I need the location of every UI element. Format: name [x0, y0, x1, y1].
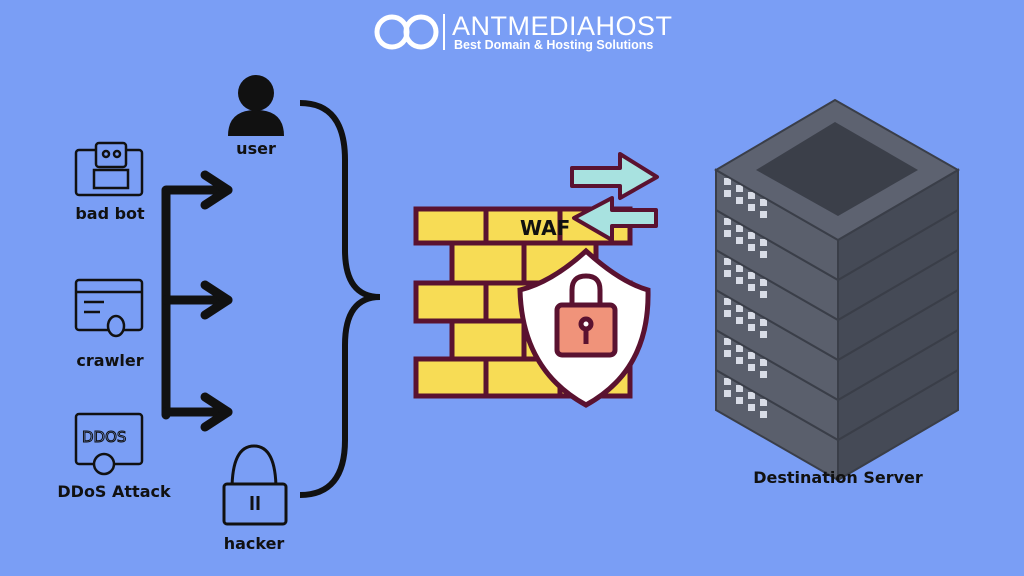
server-vent	[760, 239, 767, 246]
server-vent	[748, 312, 755, 319]
hacker-laptop-icon	[222, 444, 288, 526]
server-vent	[736, 385, 743, 392]
server-vent	[760, 319, 767, 326]
server-vent	[736, 277, 743, 284]
server-vent	[748, 364, 755, 371]
server-vent	[736, 397, 743, 404]
server-vent	[724, 190, 731, 197]
server-vent	[748, 352, 755, 359]
server-vent	[760, 411, 767, 418]
server-vent	[760, 371, 767, 378]
server-vent	[748, 244, 755, 251]
server-vent	[736, 305, 743, 312]
server-vent	[724, 218, 731, 225]
server-vent	[760, 211, 767, 218]
svg-text:DDOS: DDOS	[82, 428, 126, 446]
ddos-bomb-icon: DDOS	[74, 412, 144, 476]
server-vent	[724, 390, 731, 397]
server-vent	[724, 230, 731, 237]
server-vent	[760, 331, 767, 338]
label-hacker: hacker	[223, 534, 285, 553]
server-vent	[748, 232, 755, 239]
server-vent	[736, 265, 743, 272]
server-vent	[736, 345, 743, 352]
traffic-arrows	[161, 170, 233, 432]
shield-lock-icon	[517, 247, 651, 408]
server-vent	[760, 291, 767, 298]
server-vent	[760, 279, 767, 286]
label-user: user	[236, 139, 276, 158]
logo-title: ANTMEDIAHOST	[452, 11, 673, 41]
server-vent	[748, 272, 755, 279]
label-destination-server: Destination Server	[753, 468, 923, 487]
server-vent	[736, 225, 743, 232]
server-vent	[748, 204, 755, 211]
user-icon	[228, 75, 284, 136]
server-vent	[724, 298, 731, 305]
label-crawler: crawler	[76, 351, 144, 370]
server-vent	[760, 199, 767, 206]
server-vent	[760, 251, 767, 258]
server-vent	[724, 378, 731, 385]
server-vent	[736, 357, 743, 364]
server-vent	[736, 185, 743, 192]
server-vent	[724, 270, 731, 277]
waf-label: WAF	[520, 216, 571, 240]
server-vent	[748, 324, 755, 331]
server-vent	[748, 284, 755, 291]
curly-brace	[299, 100, 381, 498]
server-vent	[724, 258, 731, 265]
server-vent	[736, 317, 743, 324]
server-vent	[760, 359, 767, 366]
logo-subtitle: Best Domain & Hosting Solutions	[454, 38, 654, 52]
logo-infinity-icon	[374, 14, 439, 50]
server-vent	[736, 237, 743, 244]
label-bad-bot: bad bot	[75, 204, 145, 223]
transfer-arrows-icon	[570, 152, 659, 242]
server-vent	[748, 392, 755, 399]
server-rack-icon	[714, 98, 961, 482]
label-ddos-attack: DDoS Attack	[57, 482, 171, 501]
server-vent	[736, 197, 743, 204]
server-vent	[724, 338, 731, 345]
server-vent	[724, 350, 731, 357]
server-vent	[760, 399, 767, 406]
server-vent	[724, 178, 731, 185]
server-top-panel	[756, 122, 918, 216]
server-vent	[748, 404, 755, 411]
server-vent	[724, 310, 731, 317]
robot-chat-icon	[74, 141, 144, 197]
server-vent	[748, 192, 755, 199]
browser-bug-icon	[74, 278, 144, 338]
